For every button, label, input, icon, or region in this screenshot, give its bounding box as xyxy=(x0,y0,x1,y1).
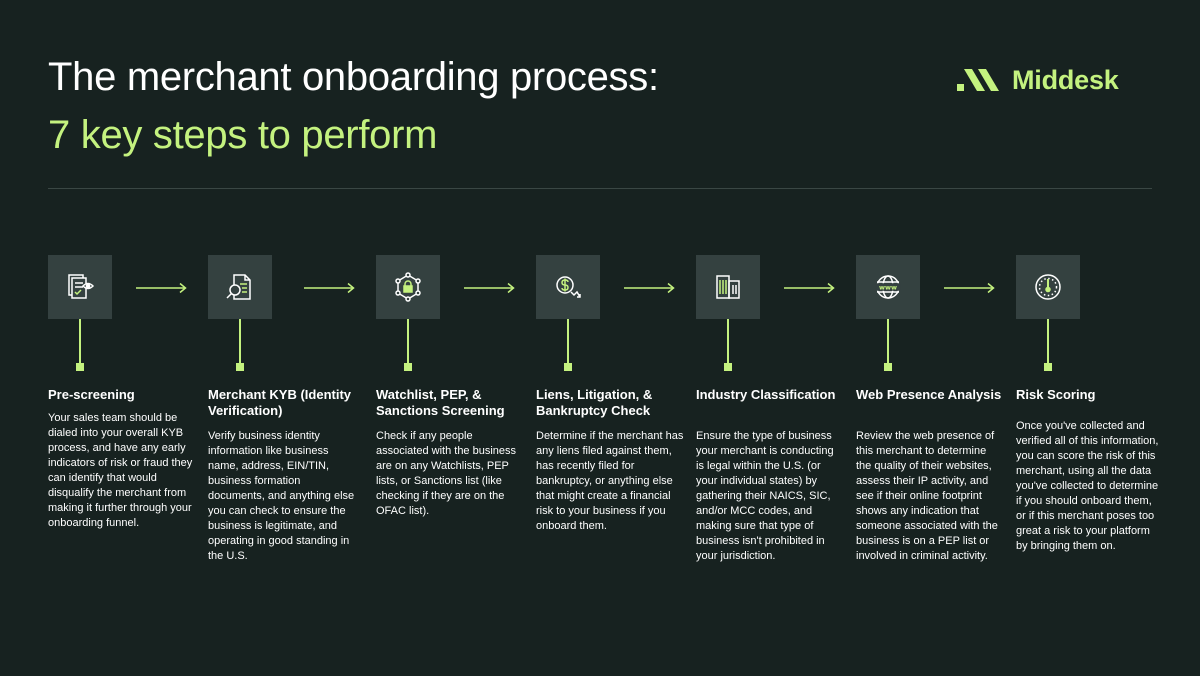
step-icon-box xyxy=(48,255,112,319)
step-watchlist-screening: Watchlist, PEP, & Sanctions Screening Ch… xyxy=(376,255,524,517)
step-description: Ensure the type of business your merchan… xyxy=(696,430,834,562)
step-icon-box xyxy=(376,255,440,319)
step-connector-dot xyxy=(404,363,412,371)
step-connector-line xyxy=(727,319,729,363)
step-arrow xyxy=(304,282,355,294)
step-icon-box xyxy=(1016,255,1080,319)
document-search-icon xyxy=(226,274,251,300)
step-connector-dot xyxy=(76,363,84,371)
step-icon-box xyxy=(536,255,600,319)
step-title: Liens, Litigation, & Bankruptcy Check xyxy=(536,387,653,418)
step-connector-line xyxy=(1047,319,1049,363)
step-description: Once you've collected and verified all o… xyxy=(1016,420,1159,552)
step-title: Risk Scoring xyxy=(1016,387,1096,402)
step-connector-dot xyxy=(236,363,244,371)
step-title: Industry Classification xyxy=(696,387,836,402)
step-title: Watchlist, PEP, & Sanctions Screening xyxy=(376,387,505,418)
document-review-icon xyxy=(68,274,95,299)
step-connector-dot xyxy=(1044,363,1052,371)
step-title: Pre-screening xyxy=(48,387,135,402)
step-connector-dot xyxy=(724,363,732,371)
step-connector-line xyxy=(887,319,889,363)
step-pre-screening: Pre-screening Your sales team should be … xyxy=(48,255,196,529)
step-merchant-kyb: Merchant KYB (Identity Verification) Ver… xyxy=(208,255,356,562)
step-arrow xyxy=(136,282,187,294)
step-industry-classification: Industry Classification Ensure the type … xyxy=(696,255,844,562)
step-connector-dot xyxy=(884,363,892,371)
step-arrow xyxy=(624,282,675,294)
page-title: The merchant onboarding process: xyxy=(48,55,659,99)
step-connector-line xyxy=(239,319,241,363)
step-liens-check: Liens, Litigation, & Bankruptcy Check De… xyxy=(536,255,684,532)
middesk-logo: Middesk xyxy=(956,64,1119,96)
step-risk-scoring: Risk Scoring Once you've collected and v… xyxy=(1016,255,1164,552)
step-description: Review the web presence of this merchant… xyxy=(856,430,998,562)
middesk-logo-icon xyxy=(957,69,999,91)
globe-www-icon: www xyxy=(875,275,901,299)
svg-text:www: www xyxy=(879,283,897,291)
step-icon-box: www xyxy=(856,255,920,319)
step-title: Merchant KYB (Identity Verification) xyxy=(208,387,352,418)
step-connector-line xyxy=(407,319,409,363)
step-title: Web Presence Analysis xyxy=(856,387,1002,402)
step-description: Your sales team should be dialed into yo… xyxy=(48,412,193,529)
buildings-icon xyxy=(716,275,740,299)
step-arrow xyxy=(944,282,995,294)
header-divider xyxy=(48,188,1152,189)
step-description: Check if any people associated with the … xyxy=(376,430,517,517)
page-subtitle: 7 key steps to perform xyxy=(48,113,438,157)
step-web-presence: www Web Presence Analysis Review the web… xyxy=(856,255,1004,562)
network-lock-icon xyxy=(395,272,421,302)
step-icon-box xyxy=(208,255,272,319)
dollar-decline-icon xyxy=(556,276,581,298)
logo-text: Middesk xyxy=(1012,64,1119,95)
step-arrow xyxy=(784,282,835,294)
step-arrow xyxy=(464,282,515,294)
step-icon-box xyxy=(696,255,760,319)
step-connector-dot xyxy=(564,363,572,371)
step-connector-line xyxy=(79,319,81,363)
gauge-icon xyxy=(1035,274,1061,300)
step-description: Determine if the merchant has any liens … xyxy=(536,430,684,532)
step-description: Verify business identity information lik… xyxy=(208,430,355,562)
step-connector-line xyxy=(567,319,569,363)
